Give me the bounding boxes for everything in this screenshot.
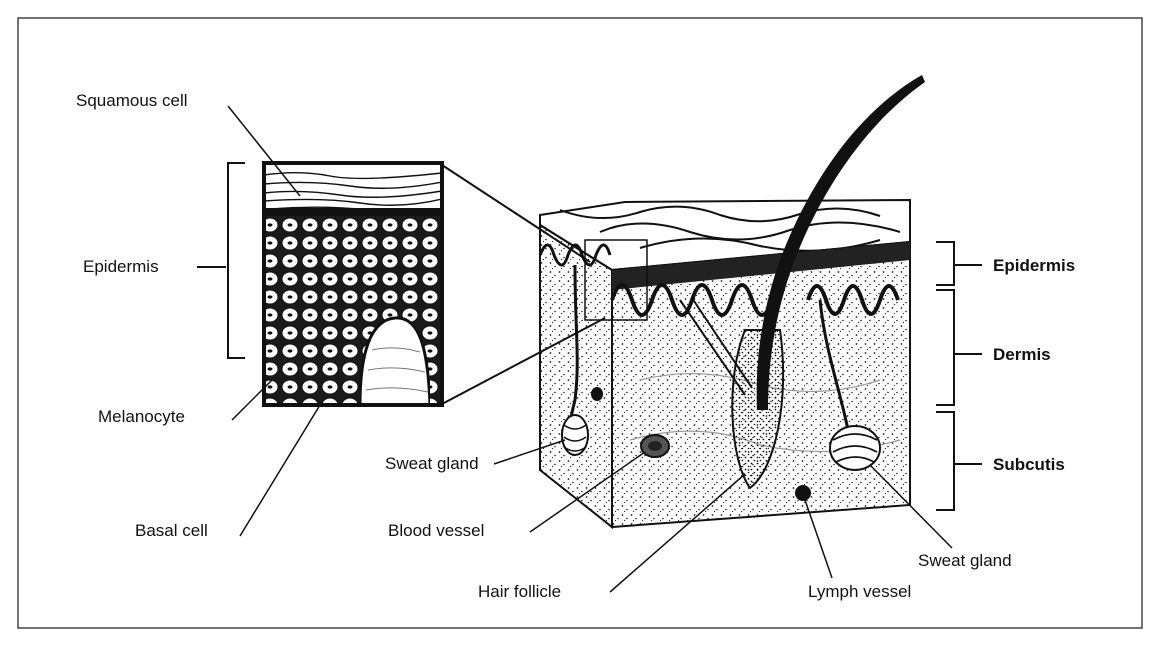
leader-basal-cell [240,405,320,536]
dermis-bracket [936,290,954,405]
label-melanocyte: Melanocyte [98,407,185,426]
epidermis-bracket-right [936,242,954,285]
vessel-left-face [591,387,603,401]
label-sweat-gland-right: Sweat gland [918,551,1012,570]
sweat-gland-right-coil [830,426,880,470]
label-dermis: Dermis [993,345,1051,364]
label-hair-follicle: Hair follicle [478,582,561,601]
label-basal-cell: Basal cell [135,521,208,540]
label-epidermis-right: Epidermis [993,256,1075,275]
label-blood-vessel: Blood vessel [388,521,484,540]
label-lymph-vessel: Lymph vessel [808,582,911,601]
subcutis-bracket [936,412,954,510]
skin-block [540,200,910,527]
label-sweat-gland-left: Sweat gland [385,454,479,473]
lymph-vessel [795,485,811,501]
label-subcutis: Subcutis [993,455,1065,474]
label-squamous-cell: Squamous cell [76,91,188,110]
label-epidermis-left: Epidermis [83,257,159,276]
epidermis-inset [264,163,442,405]
epidermis-bracket-left [228,163,245,358]
